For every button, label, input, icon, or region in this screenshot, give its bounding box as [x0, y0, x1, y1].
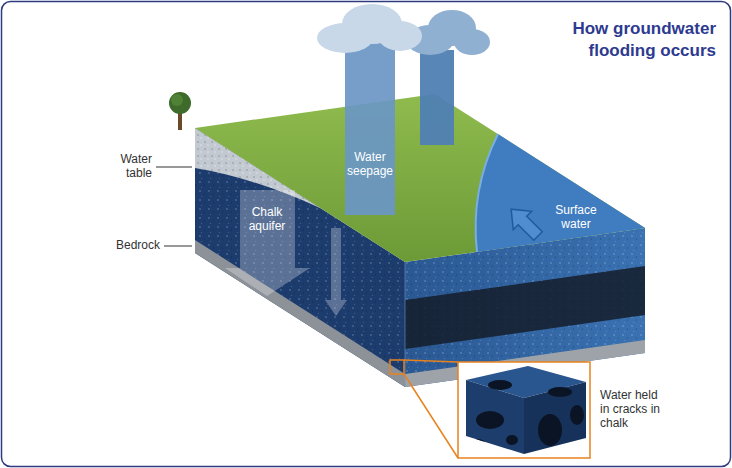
- label-slot: Bedrock: [100, 238, 160, 252]
- surface-water-arrow: [502, 200, 547, 245]
- chalk-cube: [466, 380, 524, 454]
- zoom-line: [404, 374, 458, 458]
- zoom-marker: [390, 360, 404, 374]
- shore-line: [476, 134, 498, 252]
- flow-label: Surface water: [548, 203, 604, 231]
- leader-line: [164, 246, 192, 247]
- layer-label: Water table: [110, 152, 152, 180]
- tree-crown: [171, 94, 183, 106]
- label-slot: Surface water: [548, 203, 604, 231]
- layer-label: Bedrock: [100, 238, 160, 252]
- tree-trunk: [178, 112, 182, 130]
- chalk-cube: [524, 382, 586, 454]
- label-slot: Water table: [110, 152, 152, 180]
- layer-label: Chalk aquifer: [237, 205, 297, 233]
- zoom-line: [404, 360, 458, 362]
- inset-frame: [458, 362, 590, 458]
- title-slot: How groundwater flooding occurs: [546, 18, 716, 62]
- dark-layer: [405, 266, 645, 349]
- label-slot: Water seepage: [345, 150, 395, 178]
- seepage-arrow: [325, 228, 347, 316]
- cloud: [317, 4, 422, 53]
- rain-bar: [345, 40, 395, 215]
- label-slot: Chalk aquifer: [237, 205, 297, 233]
- surface-water: [476, 134, 645, 252]
- rain-bar: [420, 50, 454, 145]
- tree-crown: [169, 92, 191, 114]
- leader-line: [156, 167, 192, 168]
- seepage-arrow: [225, 190, 310, 296]
- diagram-title: How groundwater flooding occurs: [546, 18, 716, 62]
- chalk-cracks: [470, 380, 584, 451]
- label-slot: Water held in cracks in chalk: [600, 388, 664, 430]
- flow-label: Water seepage: [345, 150, 395, 178]
- bedrock-layer: [195, 240, 405, 387]
- inset-caption: Water held in cracks in chalk: [600, 388, 664, 430]
